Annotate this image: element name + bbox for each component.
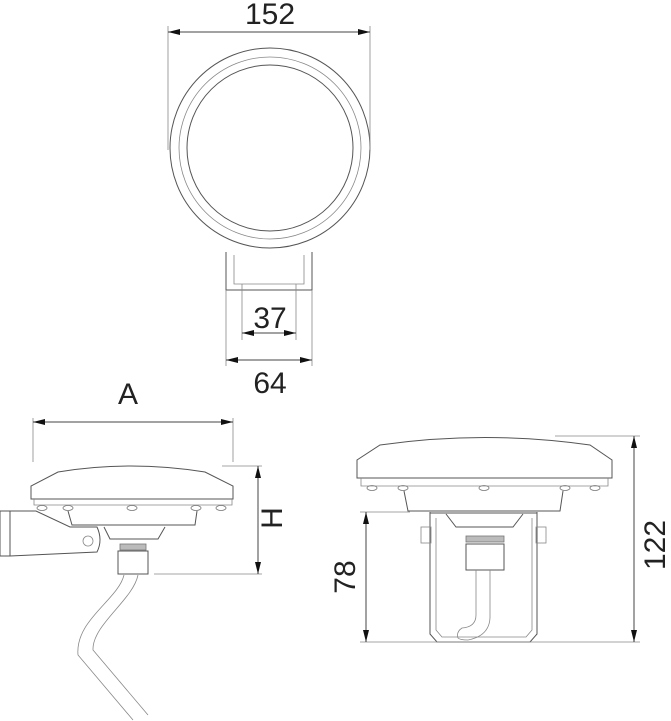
lamp-base	[67, 510, 198, 526]
dimension-label-h: H	[256, 507, 289, 529]
lamp-lens	[186, 64, 354, 232]
lamp-base	[403, 490, 564, 512]
wall-bracket	[0, 510, 11, 557]
dimension-label-a: A	[118, 378, 138, 411]
lamp-rim	[360, 478, 609, 487]
dimension-label-37: 37	[253, 302, 286, 335]
pivot-screw	[82, 535, 94, 547]
cable	[77, 574, 134, 721]
screws	[366, 485, 601, 491]
bracket-knob-left	[420, 526, 432, 544]
dimension-label-64: 64	[253, 367, 286, 400]
mount-bracket	[225, 252, 313, 291]
lamp-dome	[356, 437, 613, 479]
dimension-label-78: 78	[329, 560, 362, 593]
top-view: 152 37 64	[167, 0, 371, 400]
front-view: 78 122	[329, 435, 671, 643]
dimension-label-122: 122	[639, 520, 671, 570]
u-bracket-inner	[435, 518, 533, 638]
cable	[457, 570, 491, 641]
connector-thread	[119, 543, 147, 551]
lamp-rim	[33, 499, 233, 506]
side-view: A H	[0, 378, 289, 721]
lamp-neck	[103, 526, 166, 540]
u-bracket	[429, 512, 538, 643]
screws	[36, 505, 227, 511]
lamp-neck	[445, 513, 524, 528]
bracket-arm	[9, 510, 101, 557]
connector-thread	[465, 535, 505, 543]
cable-gland	[465, 543, 505, 571]
lamp-dome	[30, 465, 234, 500]
cable-edge	[92, 574, 149, 716]
lamp-outer-ring	[169, 47, 371, 249]
mount-bracket-inner	[233, 255, 305, 285]
lamp-middle-ring	[178, 56, 362, 240]
bracket-knob-right	[535, 526, 547, 544]
dimension-label-152: 152	[245, 0, 295, 31]
cable-gland	[117, 550, 149, 575]
